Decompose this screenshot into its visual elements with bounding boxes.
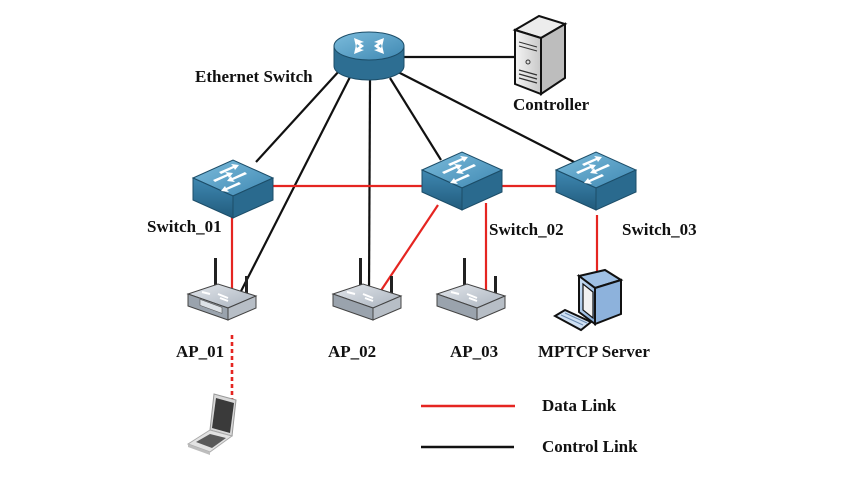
mptcp-server-label: MPTCP Server <box>538 342 650 361</box>
legend-control-link-label: Control Link <box>542 437 638 456</box>
ap-02-label: AP_02 <box>328 342 377 361</box>
switch-03-icon[interactable] <box>554 151 638 211</box>
switch-02-label: Switch_02 <box>489 220 564 239</box>
control-link-switch-01 <box>255 69 341 163</box>
ap-03-icon[interactable] <box>435 258 507 321</box>
ap-02-icon[interactable] <box>331 258 403 321</box>
data-link-sw02-ap02 <box>377 204 439 296</box>
control-link-switch-02 <box>389 77 442 161</box>
ap-01-icon[interactable] <box>186 258 258 321</box>
server-tower-icon[interactable] <box>512 14 568 96</box>
switch-03-label: Switch_03 <box>622 220 697 239</box>
ethernet-switch-label: Ethernet Switch <box>195 67 313 86</box>
router-icon[interactable] <box>333 31 405 81</box>
legend-data-link-label: Data Link <box>542 396 617 415</box>
ap-03-label: AP_03 <box>450 342 499 361</box>
control-links <box>233 55 577 306</box>
controller-label: Controller <box>513 95 590 114</box>
switch-01-icon[interactable] <box>191 159 275 219</box>
desktop-computer-icon[interactable] <box>552 268 624 332</box>
ap-01-label: AP_01 <box>176 342 225 361</box>
switch-02-icon[interactable] <box>420 151 504 211</box>
data-links <box>230 184 599 405</box>
control-link-ap-01 <box>233 76 351 306</box>
control-link-switch-03 <box>397 71 577 164</box>
laptop-icon[interactable] <box>186 393 237 455</box>
switch-01-label: Switch_01 <box>147 217 222 236</box>
control-link-ap-02 <box>367 79 372 296</box>
